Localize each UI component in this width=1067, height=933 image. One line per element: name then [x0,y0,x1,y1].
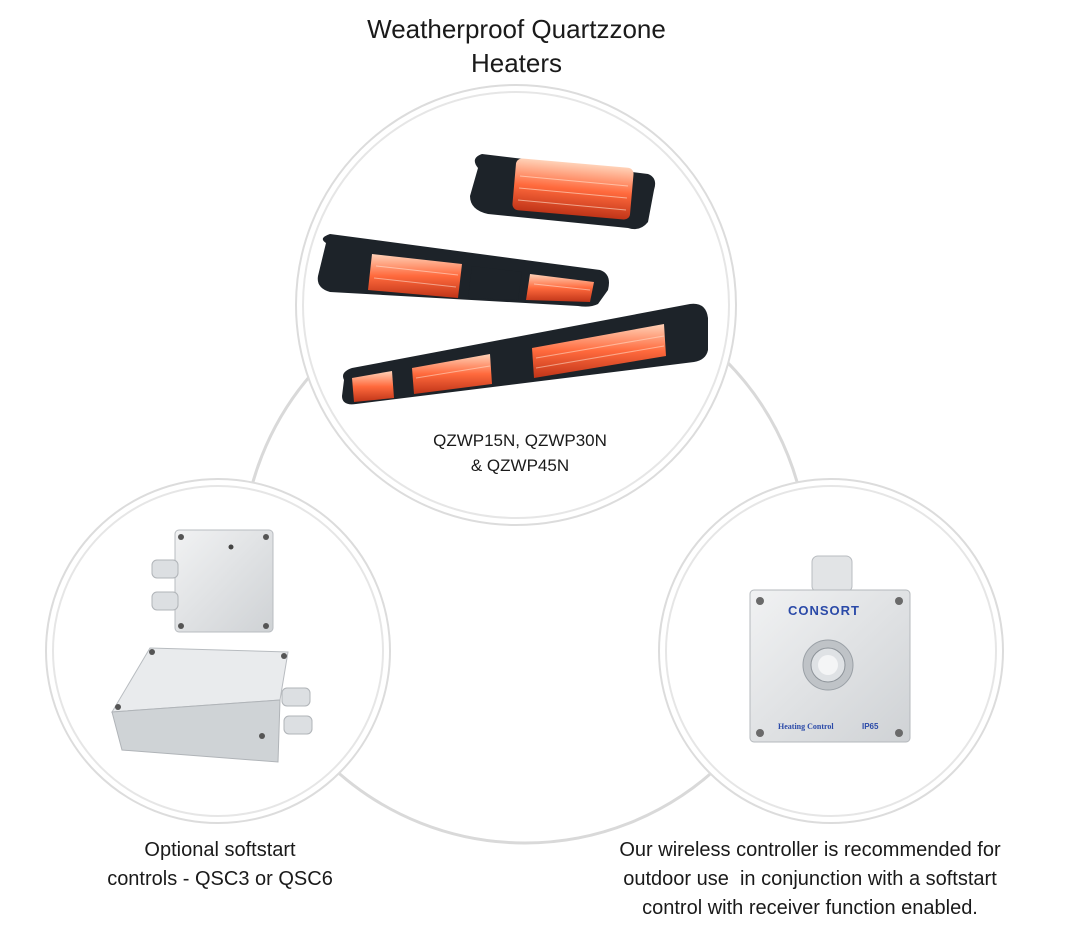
controller-rating-label: IP65 [862,722,879,731]
heaters-caption: QZWP15N, QZWP30N & QZWP45N [380,428,660,478]
softstart-box-small-image [151,529,274,633]
heaters-caption-line-2: & QZWP45N [470,456,570,475]
heater-small-image [470,154,656,230]
heaters-caption-line-1: QZWP15N, QZWP30N [433,431,607,450]
softstart-caption-line-1: Optional softstart [144,839,296,861]
heater-medium-image [317,234,609,307]
controller-caption: Our wireless controller is recommended f… [570,836,1050,923]
softstart-box-large-image [111,647,313,763]
heater-long-image [342,303,708,405]
controller-panel-label: Heating Control [778,722,834,731]
softstart-caption-line-2: controls - QSC3 or QSC6 [107,868,333,890]
controller-brand-label: CONSORT [788,603,860,618]
controller-image [749,555,911,743]
page-title-line-2: Heaters [470,48,563,78]
softstart-caption: Optional softstart controls - QSC3 or QS… [60,836,380,894]
page-title-line-1: Weatherproof Quartzzone [367,14,666,44]
controller-caption-line-1: Our wireless controller is recommended f… [619,839,1001,861]
controller-caption-line-3: control with receiver function enabled. [642,897,978,919]
page-title: Weatherproof Quartzzone Heaters [300,12,733,80]
controller-caption-line-2: outdoor use in conjunction with a softst… [623,868,997,890]
